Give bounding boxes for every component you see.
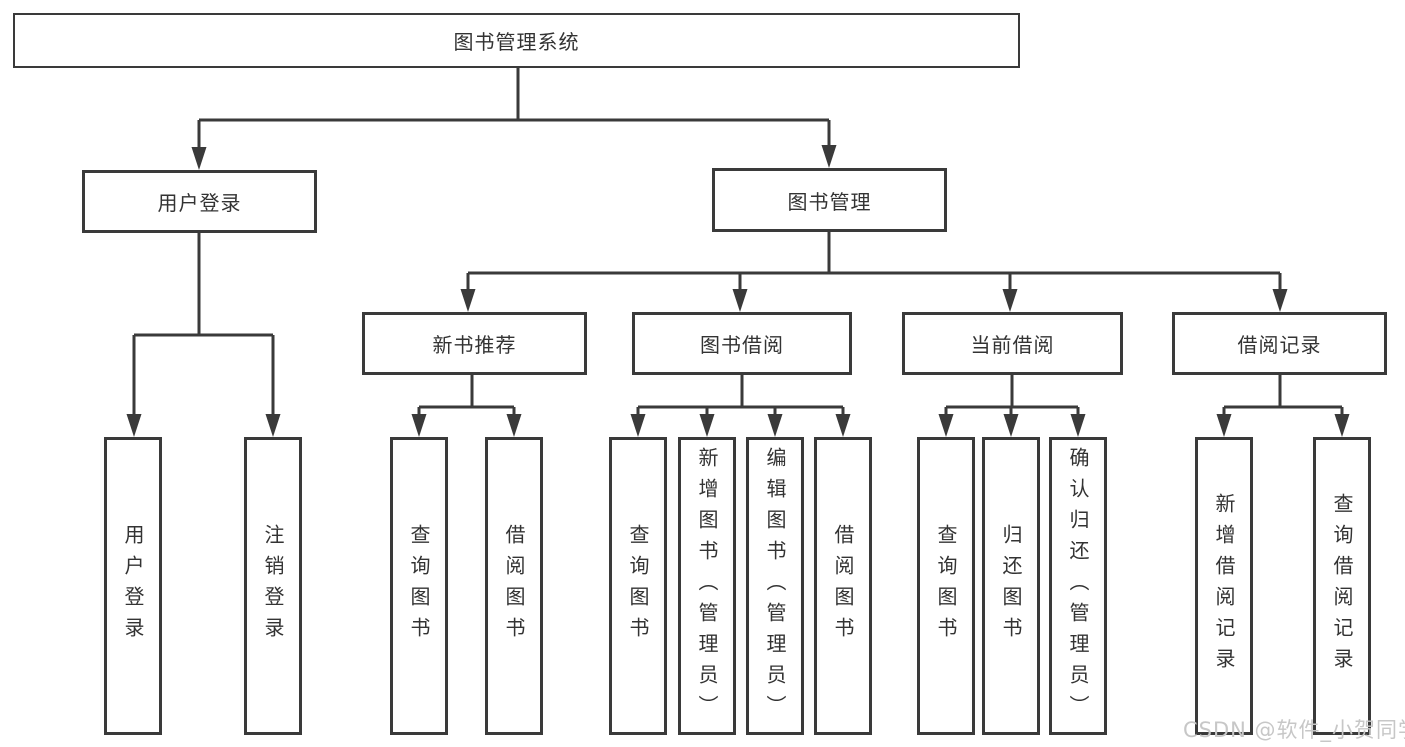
leaf-current-confirm-return-admin: 确认归还（管理员） (1049, 437, 1107, 735)
leaf-current-return-books: 归还图书 (982, 437, 1040, 735)
leaf-borrowing-edit-books-admin: 编辑图书（管理员） (746, 437, 804, 735)
leaf-user-login: 用户登录 (104, 437, 162, 735)
leaf-logout-login: 注销登录 (244, 437, 302, 735)
leaf-records-query-borrow-record: 查询借阅记录 (1313, 437, 1371, 735)
leaf-borrowing-query-books: 查询图书 (609, 437, 667, 735)
leaf-recommend-borrow-books: 借阅图书 (485, 437, 543, 735)
node-current-borrowing: 当前借阅 (902, 312, 1123, 375)
leaf-borrowing-add-books-admin: 新增图书（管理员） (678, 437, 736, 735)
node-library-management-system: 图书管理系统 (13, 13, 1020, 68)
node-user-login: 用户登录 (82, 170, 317, 233)
node-borrowing-records: 借阅记录 (1172, 312, 1387, 375)
node-book-borrowing: 图书借阅 (632, 312, 852, 375)
node-new-book-recommend: 新书推荐 (362, 312, 587, 375)
csdn-watermark: CSDN @软件_小贺同学 (1183, 718, 1405, 742)
leaf-recommend-query-books: 查询图书 (390, 437, 448, 735)
node-book-management: 图书管理 (712, 168, 947, 232)
leaf-borrowing-borrow-books: 借阅图书 (814, 437, 872, 735)
down-arrowheads (126, 145, 1350, 437)
leaf-records-add-borrow-record: 新增借阅记录 (1195, 437, 1253, 735)
leaf-current-query-books: 查询图书 (917, 437, 975, 735)
